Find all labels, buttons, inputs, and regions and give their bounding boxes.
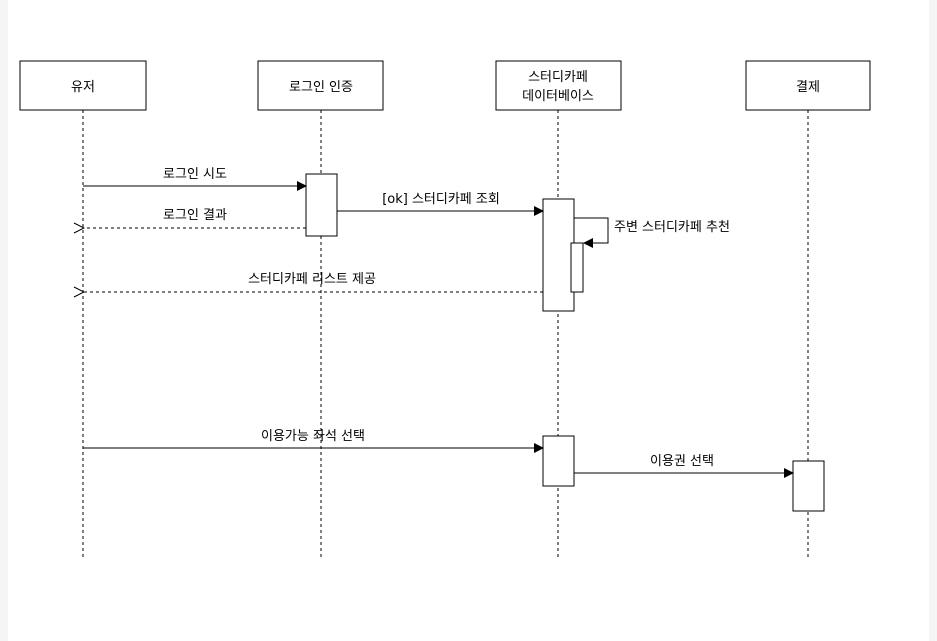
participant-user-label: 유저 bbox=[71, 80, 95, 95]
right-margin-strip bbox=[929, 0, 937, 641]
activation-db-search bbox=[542, 198, 575, 312]
message-search-cafe[interactable]: [ok] 스터디카페 조회 bbox=[337, 192, 544, 216]
participant-db[interactable]: 스터디카페 데이터베이스 bbox=[495, 60, 622, 111]
message-recommend-nearby-label: 주변 스터디카페 추천 bbox=[614, 220, 730, 235]
message-cafe-list[interactable]: 스터디카페 리스트 제공 bbox=[84, 272, 543, 292]
participant-db-label-line2: 데이터베이스 bbox=[522, 89, 594, 104]
participant-db-label-line1: 스터디카페 bbox=[528, 70, 588, 85]
message-select-seat-label: 이용가능 좌석 선택 bbox=[261, 429, 365, 444]
activation-pay bbox=[792, 460, 825, 512]
participant-user[interactable]: 유저 bbox=[19, 60, 147, 111]
participant-auth[interactable]: 로그인 인증 bbox=[257, 60, 384, 111]
participant-auth-label: 로그인 인증 bbox=[289, 80, 353, 95]
activation-auth bbox=[305, 173, 338, 237]
participant-pay-label: 결제 bbox=[796, 80, 820, 95]
message-login-attempt[interactable]: 로그인 시도 bbox=[83, 167, 307, 191]
message-select-seat[interactable]: 이용가능 좌석 선택 bbox=[83, 429, 544, 453]
message-select-ticket-label: 이용권 선택 bbox=[650, 454, 714, 469]
message-cafe-list-label: 스터디카페 리스트 제공 bbox=[248, 272, 376, 287]
message-login-attempt-label: 로그인 시도 bbox=[163, 167, 227, 182]
left-margin-strip bbox=[0, 0, 8, 641]
message-select-ticket[interactable]: 이용권 선택 bbox=[574, 454, 794, 478]
message-login-result[interactable]: 로그인 결과 bbox=[84, 208, 306, 228]
participant-pay[interactable]: 결제 bbox=[745, 60, 871, 111]
activation-db-seat bbox=[542, 435, 575, 487]
message-recommend-nearby[interactable]: 주변 스터디카페 추천 bbox=[574, 217, 730, 248]
message-search-cafe-label: [ok] 스터디카페 조회 bbox=[382, 192, 500, 207]
message-login-result-label: 로그인 결과 bbox=[163, 208, 227, 223]
activation-db-recommend bbox=[570, 242, 584, 293]
